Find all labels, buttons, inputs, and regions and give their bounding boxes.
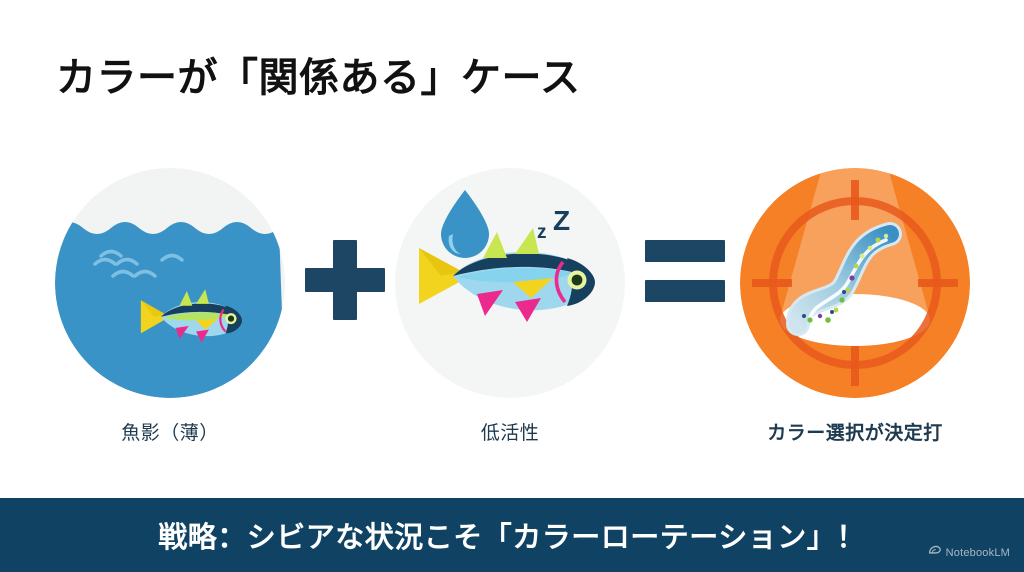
plus-icon	[305, 240, 385, 320]
watermark-label: NotebookLM	[945, 547, 1010, 559]
target-worm-icon	[740, 168, 970, 398]
equation-item-caption: 魚影（薄）	[121, 423, 219, 444]
equation-row: 魚影（薄） Z z	[0, 168, 1024, 468]
equation-item-fish-shadow: 魚影（薄）	[55, 168, 285, 445]
equation-item-low-activity: Z z	[395, 168, 625, 445]
equation-item-caption: 低活性	[480, 423, 540, 444]
ocean-fish-icon	[55, 168, 285, 398]
equation-item-color-choice: カラー選択が決定打	[740, 168, 970, 445]
equals-icon	[645, 240, 725, 302]
svg-text:Z: Z	[553, 205, 570, 236]
sleeping-fish-icon: Z z	[395, 168, 625, 398]
page-title: カラーが「関係ある」ケース	[56, 56, 581, 100]
notebooklm-icon	[928, 544, 941, 562]
equation-item-caption: カラー選択が決定打	[767, 423, 943, 444]
bottom-banner: 戦略：シビアな状況こそ「カラーローテーション」！ NotebookLM	[0, 498, 1024, 572]
banner-text: 戦略：シビアな状況こそ「カラーローテーション」！	[158, 522, 866, 554]
watermark: NotebookLM	[928, 544, 1010, 562]
svg-text:z: z	[537, 222, 547, 243]
